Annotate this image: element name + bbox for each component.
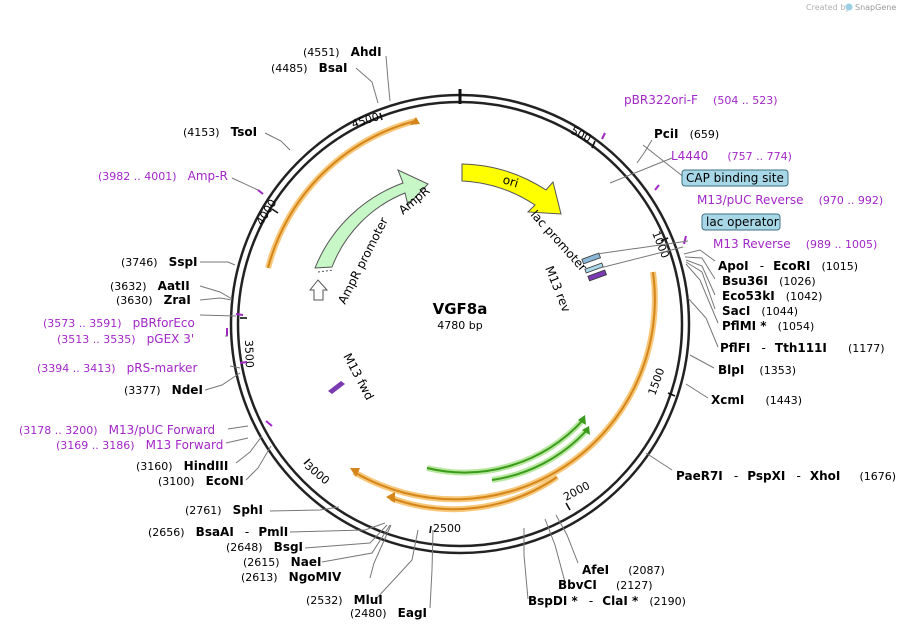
- tick-4500: [379, 112, 383, 121]
- ampr-feature-end-dots: [317, 269, 335, 273]
- primer-label-amp-r[interactable]: (3982 .. 4001) Amp-R: [98, 165, 228, 184]
- tick-4000: [271, 208, 279, 214]
- credit-prefix: Created by: [806, 3, 850, 12]
- enzyme-label-hindiii[interactable]: (3160) HindIII: [136, 455, 228, 474]
- primer-mark-m13-reverse: [683, 235, 687, 245]
- ori-label: ori: [501, 172, 520, 190]
- enzyme-label-pflmi[interactable]: PflMI * (1054): [722, 315, 814, 334]
- enzyme-label-zrai[interactable]: (3630) ZraI: [116, 289, 191, 308]
- primer-mark-m13-forward: [265, 420, 273, 427]
- snapgene-logo-icon: [845, 3, 853, 11]
- primer-mark-pbrforeco: [235, 313, 244, 316]
- enzyme-label-naei[interactable]: (2615) NaeI: [243, 551, 321, 570]
- m13-rev-label: M13 rev: [542, 264, 573, 314]
- credit-brand: SnapGene: [855, 3, 896, 12]
- primer-mark-prs-marker: [239, 361, 248, 364]
- enzyme-label-apoi-ecori[interactable]: ApoI - EcoRI (1015): [718, 255, 858, 274]
- primer-label-m13-forward[interactable]: (3169 .. 3186) M13 Forward: [56, 434, 223, 453]
- tick-label-500: 500: [569, 124, 594, 145]
- orange-arc-outer-arrow: [350, 468, 360, 477]
- green-arc-inner-arrow: [582, 426, 590, 435]
- tick-3000: [303, 458, 311, 465]
- leader-lines-left: [199, 55, 434, 609]
- tick-label-2000: 2000: [561, 479, 592, 504]
- tick-2000: [565, 502, 571, 511]
- m13-fwd-arrow: [328, 381, 345, 394]
- enzyme-label-tsoi[interactable]: (4153) TsoI: [183, 121, 257, 140]
- enzyme-label-bsai[interactable]: (4485) BsaI: [271, 57, 348, 76]
- ampr-promoter-arrow: [308, 279, 329, 301]
- orange-arc-outer: [353, 271, 656, 501]
- green-arc-inner: [491, 429, 588, 481]
- primer-label-prs-marker[interactable]: (3394 .. 3413) pRS-marker: [37, 357, 197, 376]
- tick-marks: [240, 112, 676, 534]
- ori-feature-arrow: [461, 163, 562, 215]
- tick-label-3500: 3500: [242, 340, 256, 368]
- primer-label-pbrforeco[interactable]: (3573 .. 3591) pBRforEco: [43, 312, 195, 331]
- enzyme-label-ahdi[interactable]: (4551) AhdI: [303, 41, 382, 60]
- plasmid-size: 4780 bp: [437, 319, 482, 332]
- primer-mark-amp-r: [257, 189, 264, 195]
- enzyme-label-eagi[interactable]: (2480) EagI: [350, 602, 427, 621]
- m13-rev-mini-box: [587, 269, 607, 282]
- enzyme-label-bsu36i[interactable]: Bsu36I (1026): [722, 270, 816, 289]
- primer-label-l4440[interactable]: L4440 (757 .. 774): [671, 145, 792, 164]
- lac-operator-box[interactable]: lac operator: [701, 213, 781, 231]
- green-arc-outer-arrow: [578, 415, 586, 425]
- primer-mark-pbr322ori-f: [601, 132, 606, 140]
- enzyme-label-afei[interactable]: AfeI (2087): [582, 559, 665, 578]
- enzyme-label-bsgi[interactable]: (2648) BsgI: [226, 536, 303, 555]
- primer-label-pbr322ori-f[interactable]: pBR322ori-F (504 .. 523): [624, 89, 778, 108]
- lac-operator-label: lac operator: [706, 215, 779, 229]
- enzyme-label-mlui[interactable]: (2532) MluI: [306, 589, 383, 608]
- enzyme-label-ndei[interactable]: (3377) NdeI: [124, 379, 203, 398]
- orange-arc-inner-arrow: [386, 492, 395, 503]
- tick-1500: [667, 392, 676, 397]
- enzyme-label-pflfi-tth111i[interactable]: PflFI - Tth111I (1177): [720, 337, 885, 356]
- enzyme-label-xcmi[interactable]: XcmI (1443): [711, 389, 802, 408]
- orange-arc-inner: [390, 476, 558, 511]
- lac-promoter-label: lac promoter: [528, 208, 590, 274]
- lac-operator-mini-box: [584, 262, 604, 274]
- tick-label-2500: 2500: [433, 522, 461, 535]
- enzyme-label-pcii[interactable]: PciI (659): [654, 123, 719, 142]
- enzyme-label-paer7i-pspxi-xhoi[interactable]: PaeR7I - PspXI - XhoI (1676): [676, 465, 896, 484]
- primer-mark-l4440: [654, 184, 660, 191]
- green-arc-outer: [426, 419, 584, 474]
- cap-binding-site-label: CAP binding site: [686, 171, 784, 185]
- enzyme-label-bsaai-pmli[interactable]: (2656) BsaAI - PmlI: [148, 521, 288, 540]
- enzyme-label-ngomiv[interactable]: (2613) NgoMIV: [241, 566, 342, 585]
- tick-500: [591, 140, 596, 149]
- m13-fwd-label: M13 fwd: [340, 351, 376, 403]
- primer-label-m13-reverse[interactable]: M13 Reverse (989 .. 1005): [713, 233, 877, 252]
- enzyme-label-sphi[interactable]: (2761) SphI: [185, 499, 263, 518]
- leader-lines-right: [523, 139, 719, 600]
- cap-site-mini-box: [581, 252, 601, 265]
- backbone: [229, 89, 691, 555]
- primer-label-pgex-3[interactable]: (3513 .. 3535) pGEX 3': [57, 328, 194, 347]
- tick-label-1500: 1500: [646, 366, 668, 397]
- enzyme-label-blpi[interactable]: BlpI (1353): [718, 359, 796, 378]
- primer-label-m13-puc-reverse[interactable]: M13/pUC Reverse (970 .. 992): [697, 189, 883, 208]
- enzyme-label-bspdi-clai[interactable]: BspDI * - ClaI * (2190): [528, 590, 686, 609]
- enzyme-label-econi[interactable]: (3100) EcoNI: [158, 470, 244, 489]
- enzyme-label-bbvci[interactable]: BbvCI (2127): [558, 574, 653, 593]
- enzyme-label-saci[interactable]: SacI (1044): [722, 300, 798, 319]
- tick-2500: [429, 525, 432, 534]
- green-arc-outer-halo: [426, 417, 586, 476]
- amp-r-arc: [267, 120, 416, 269]
- ampr-feature-arrow: [314, 169, 429, 269]
- tick-1000: [660, 237, 669, 242]
- enzyme-label-eco53ki[interactable]: Eco53kI (1042): [722, 285, 822, 304]
- tick-label-4500: 4500: [350, 110, 381, 131]
- primer-label-m13-puc-forward[interactable]: (3178 .. 3200) M13/pUC Forward: [19, 419, 215, 438]
- amp-r-arc-arrow: [410, 117, 420, 125]
- cap-binding-site-box[interactable]: CAP binding site: [681, 169, 789, 187]
- enzyme-label-sspi[interactable]: (3746) SspI: [121, 251, 198, 270]
- enzyme-label-aatii[interactable]: (3632) AatII: [110, 275, 190, 294]
- plasmid-name: VGF8a: [433, 300, 488, 318]
